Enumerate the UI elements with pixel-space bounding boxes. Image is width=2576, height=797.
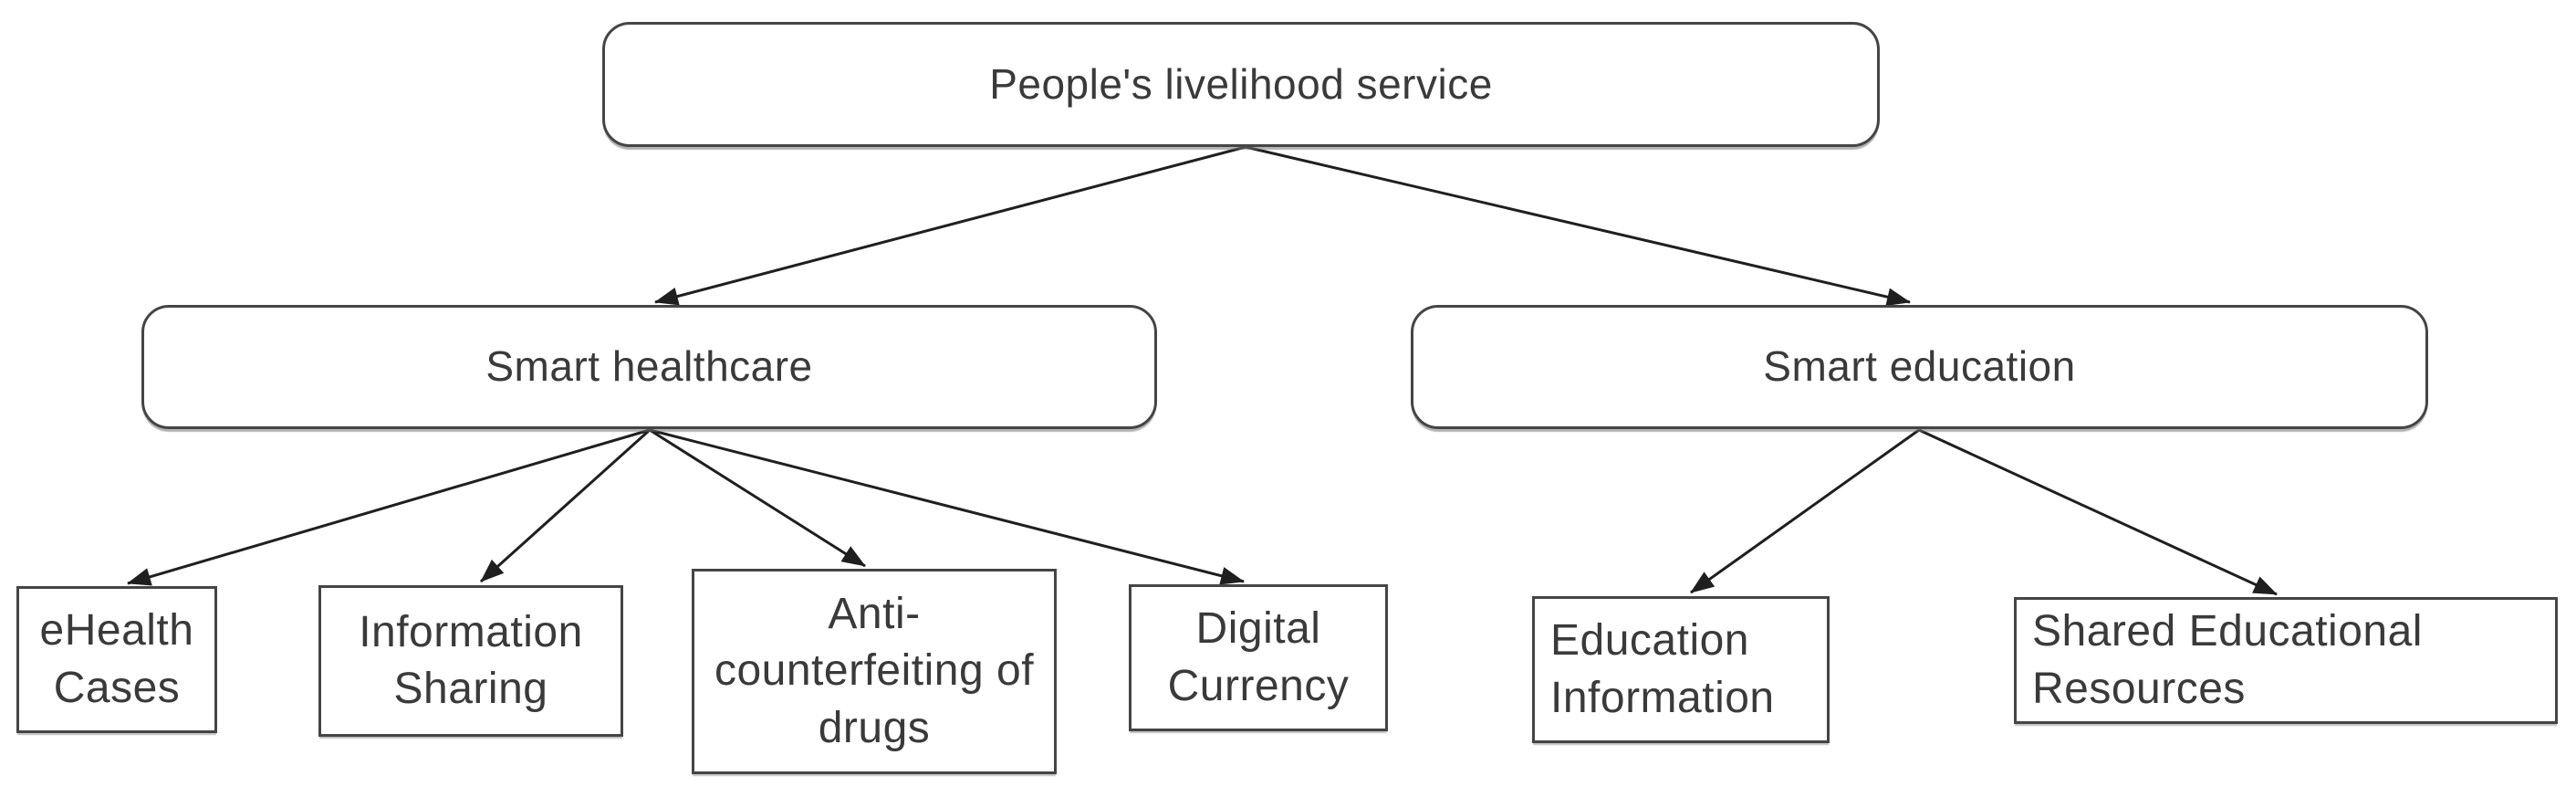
node-label: People's livelihood service [989,59,1493,108]
node-education-information: Education Information [1532,596,1830,743]
node-label: Smart healthcare [485,342,813,391]
edge-education-to-education-information [1690,428,1920,594]
node-label: Shared Educational Resources [2032,607,2423,713]
edge-root-to-smart-healthcare [654,145,1246,306]
node-smart-education: Smart education [1411,305,2428,429]
edge-healthcare-to-ehealth-cases [127,428,651,586]
node-label: Information Sharing [359,607,583,713]
node-anti-counterfeiting-of-drugs: Anti-counterfeiting of drugs [692,569,1057,774]
edge-healthcare-to-anti-counterfeiting [649,428,866,568]
node-label: Education Information [1550,616,1775,722]
node-label: Smart education [1763,342,2076,391]
node-information-sharing: Information Sharing [318,585,623,737]
node-peoples-livelihood-service: People's livelihood service [602,22,1880,147]
edge-healthcare-to-information-sharing [479,428,652,583]
edge-healthcare-to-digital-currency [649,428,1245,585]
edge-education-to-shared-educational-resources [1918,428,2278,596]
node-label: Digital Currency [1167,604,1350,710]
node-smart-healthcare: Smart healthcare [141,305,1157,429]
node-label: Anti-counterfeiting of drugs [714,589,1035,752]
node-digital-currency: Digital Currency [1129,584,1388,731]
edge-root-to-smart-education [1245,145,1911,307]
node-shared-educational-resources: Shared Educational Resources [2014,597,2558,724]
node-ehealth-cases: eHealth Cases [16,586,217,733]
node-label: eHealth Cases [39,606,194,712]
